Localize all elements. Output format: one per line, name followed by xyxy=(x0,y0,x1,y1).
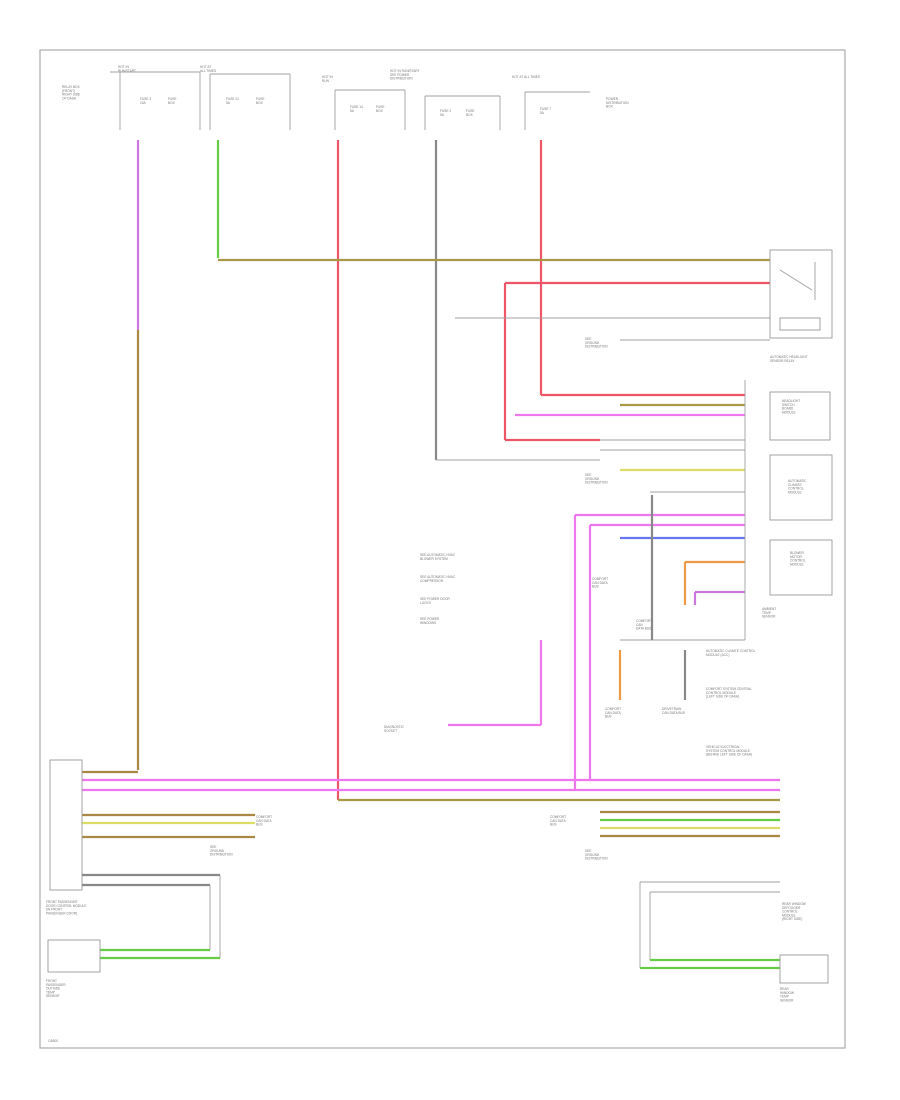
rear-sensor-box xyxy=(779,954,829,984)
footer-code: CAB00 xyxy=(48,1039,58,1043)
blower-motor-box xyxy=(769,539,833,596)
headlight-switch-box xyxy=(769,391,831,441)
front-sensor-box xyxy=(47,939,101,973)
fuse-5-label: HOT AT ALL TIMES xyxy=(512,75,540,79)
front-passenger-door-module xyxy=(49,759,83,891)
diagram-frame xyxy=(39,49,846,1049)
climate-control-box xyxy=(769,454,833,521)
